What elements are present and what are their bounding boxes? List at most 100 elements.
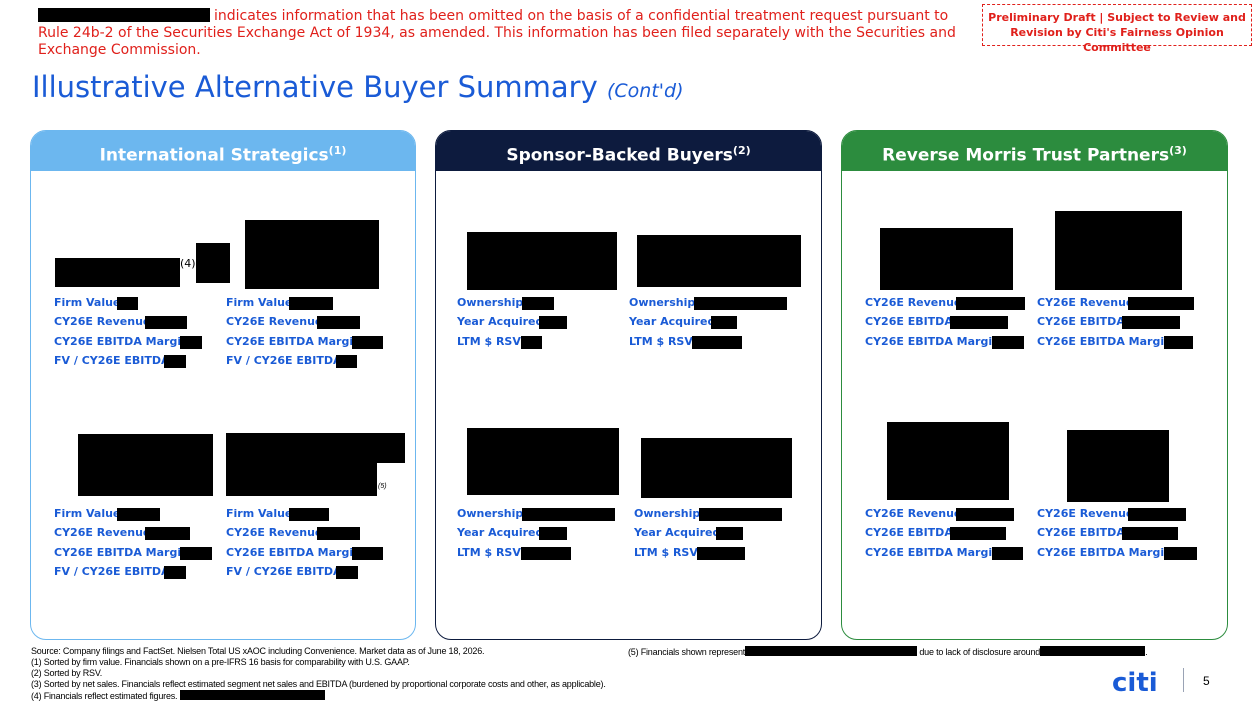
redacted-logo bbox=[887, 422, 1009, 500]
redaction-block bbox=[745, 646, 918, 656]
redacted-value bbox=[692, 336, 742, 349]
redacted-value bbox=[992, 547, 1023, 560]
footnote-5: (5) Financials shown represent due to la… bbox=[628, 646, 1168, 658]
redaction-block bbox=[179, 690, 325, 700]
panel-title: Reverse Morris Trust Partners bbox=[882, 145, 1170, 166]
footnote-4: (4) Financials reflect estimated figures… bbox=[31, 690, 611, 702]
redacted-logo bbox=[1067, 430, 1169, 502]
redacted-value bbox=[336, 355, 357, 368]
redacted-value bbox=[117, 297, 138, 310]
redacted-logo bbox=[637, 235, 801, 287]
label-ebitda: CY26E EBITDA: bbox=[1037, 315, 1130, 328]
draft-label: Preliminary Draft | Subject to Review an… bbox=[982, 4, 1252, 54]
footnote-2: (2) Sorted by RSV. bbox=[31, 668, 103, 678]
label-ltm-rsv: LTM $ RSV: bbox=[629, 335, 697, 348]
page-title-main: Illustrative Alternative Buyer Summary bbox=[32, 70, 598, 104]
label-ebitda-margin: CY26E EBITDA Margin: bbox=[1037, 546, 1177, 559]
label-revenue: CY26E Revenue: bbox=[1037, 296, 1138, 309]
panel-header-international: International Strategics(1) bbox=[31, 131, 415, 171]
label-revenue: CY26E Revenue: bbox=[226, 315, 327, 328]
redacted-value bbox=[1122, 316, 1180, 329]
label-firm-value: Firm Value: bbox=[54, 296, 125, 309]
redacted-value bbox=[950, 316, 1008, 329]
redacted-value bbox=[289, 297, 333, 310]
redacted-value bbox=[522, 297, 554, 310]
footnote-source: Source: Company filings and FactSet. Nie… bbox=[31, 646, 485, 656]
redacted-logo bbox=[245, 220, 379, 289]
redacted-value bbox=[180, 547, 212, 560]
redacted-value bbox=[352, 547, 383, 560]
label-fv-ebitda: FV / CY26E EBITDA: bbox=[54, 354, 175, 367]
label-year-acquired: Year Acquired: bbox=[629, 315, 720, 328]
label-ebitda-margin: CY26E EBITDA Margin: bbox=[865, 335, 1005, 348]
redacted-value bbox=[992, 336, 1024, 349]
label-fv-ebitda: FV / CY26E EBITDA: bbox=[54, 565, 175, 578]
footnote-5-text: (5) Financials shown represent bbox=[628, 647, 746, 657]
panel-title: Sponsor-Backed Buyers bbox=[506, 145, 733, 166]
label-fv-ebitda: FV / CY26E EBITDA: bbox=[226, 565, 347, 578]
label-ownership: Ownership: bbox=[629, 296, 700, 309]
label-revenue: CY26E Revenue: bbox=[54, 315, 155, 328]
redacted-value bbox=[694, 297, 787, 310]
redacted-value bbox=[317, 316, 360, 329]
footnote-3: (3) Sorted by net sales. Financials refl… bbox=[31, 679, 606, 689]
footnote-ref: (4) bbox=[180, 257, 196, 270]
redacted-value bbox=[317, 527, 360, 540]
notice-text: indicates information that has been omit… bbox=[38, 8, 956, 58]
redacted-value bbox=[1164, 547, 1197, 560]
redacted-value bbox=[521, 336, 542, 349]
redacted-value bbox=[352, 336, 383, 349]
redacted-value bbox=[1122, 527, 1178, 540]
label-ebitda-margin: CY26E EBITDA Margin: bbox=[54, 335, 194, 348]
label-revenue: CY26E Revenue: bbox=[865, 507, 966, 520]
redacted-logo bbox=[880, 228, 1013, 290]
label-firm-value: Firm Value: bbox=[54, 507, 125, 520]
redacted-value bbox=[539, 316, 567, 329]
redacted-logo bbox=[78, 434, 213, 496]
label-revenue: CY26E Revenue: bbox=[865, 296, 966, 309]
label-ebitda-margin: CY26E EBITDA Margin: bbox=[865, 546, 1005, 559]
label-year-acquired: Year Acquired: bbox=[457, 526, 548, 539]
redacted-value bbox=[117, 508, 160, 521]
label-ebitda: CY26E EBITDA: bbox=[865, 315, 958, 328]
footnote-5-text-b: due to lack of disclosure around bbox=[919, 647, 1041, 657]
panel-title: International Strategics bbox=[99, 145, 329, 166]
redacted-value bbox=[697, 547, 745, 560]
label-ebitda: CY26E EBITDA: bbox=[865, 526, 958, 539]
label-revenue: CY26E Revenue: bbox=[226, 526, 327, 539]
label-ebitda-margin: CY26E EBITDA Margin: bbox=[226, 335, 366, 348]
redacted-value bbox=[164, 355, 186, 368]
label-ebitda: CY26E EBITDA: bbox=[1037, 526, 1130, 539]
redacted-value bbox=[539, 527, 567, 540]
label-revenue: CY26E Revenue: bbox=[54, 526, 155, 539]
redacted-value bbox=[336, 566, 358, 579]
redacted-value bbox=[289, 508, 329, 521]
label-ebitda-margin: CY26E EBITDA Margin: bbox=[1037, 335, 1177, 348]
confidential-notice: indicates information that has been omit… bbox=[38, 8, 968, 59]
citi-logo: citi bbox=[1112, 668, 1158, 698]
label-year-acquired: Year Acquired: bbox=[634, 526, 725, 539]
page-number: 5 bbox=[1203, 674, 1210, 688]
redacted-logo bbox=[641, 438, 792, 498]
redacted-value bbox=[522, 508, 615, 521]
panel-international-strategics: International Strategics(1) bbox=[30, 130, 416, 640]
redacted-value bbox=[956, 508, 1014, 521]
redacted-logo bbox=[226, 462, 377, 496]
redacted-value bbox=[180, 336, 202, 349]
redacted-logo bbox=[467, 428, 619, 495]
label-ebitda-margin: CY26E EBITDA Margin: bbox=[226, 546, 366, 559]
redaction-block bbox=[38, 8, 210, 22]
panel-sponsor-backed-buyers: Sponsor-Backed Buyers(2) bbox=[435, 130, 822, 640]
redacted-logo bbox=[467, 232, 617, 290]
footnote-ref: (5) bbox=[378, 483, 387, 490]
label-ebitda-margin: CY26E EBITDA Margin: bbox=[54, 546, 194, 559]
page-title: Illustrative Alternative Buyer Summary (… bbox=[32, 70, 683, 104]
label-firm-value: Firm Value: bbox=[226, 507, 297, 520]
footnote-1: (1) Sorted by firm value. Financials sho… bbox=[31, 657, 410, 667]
label-ownership: Ownership: bbox=[634, 507, 705, 520]
panel-reverse-morris-trust: Reverse Morris Trust Partners(3) bbox=[841, 130, 1228, 640]
label-firm-value: Firm Value: bbox=[226, 296, 297, 309]
redacted-logo bbox=[226, 433, 405, 463]
footnote-ref: (2) bbox=[732, 144, 751, 157]
label-ltm-rsv: LTM $ RSV: bbox=[457, 546, 525, 559]
